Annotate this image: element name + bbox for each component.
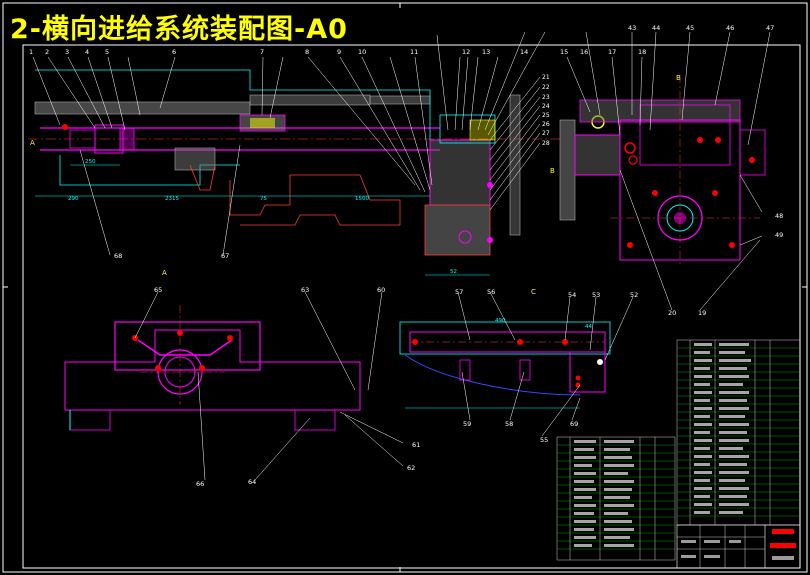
balloon: 5: [105, 48, 109, 56]
balloon: 3: [65, 48, 69, 56]
balloon: 2: [45, 48, 49, 56]
callout: 68: [114, 252, 122, 260]
dimension-texts: 290 2315 75 1500 52 250 490 44: [68, 159, 592, 330]
section-a-view: [64, 291, 404, 481]
parts-list-upper-rows: [677, 347, 800, 517]
dimension: 75: [260, 196, 267, 202]
parts-list-lower: [556, 436, 676, 561]
dimension: 44: [585, 324, 592, 330]
parts-list-lower-rows: [557, 444, 675, 550]
balloon: 27: [542, 130, 550, 137]
top-balloons: 1 2 3 4 5 6 7 8 9 10 11 12 13 14 15 16 1…: [29, 24, 774, 56]
callout-numbers: 68 67 65 63 60 61 62 64 66 57 56 54 53 5…: [114, 212, 783, 488]
balloon: 25: [542, 112, 550, 119]
view-c: [399, 291, 634, 437]
balloon: 4: [85, 48, 89, 56]
dimension: 250: [85, 159, 96, 165]
callout: 65: [154, 286, 162, 294]
callout: 19: [698, 309, 706, 317]
callout: 52: [630, 291, 638, 299]
callout: 48: [775, 212, 783, 220]
balloon: 15: [560, 48, 568, 56]
balloon: 11: [410, 48, 418, 56]
dimension: 2315: [165, 196, 179, 202]
callout: 53: [592, 291, 600, 299]
callout: 61: [412, 441, 420, 449]
callout: 56: [487, 288, 495, 296]
balloon: 17: [608, 48, 616, 56]
balloon: 24: [542, 103, 550, 110]
drawing-title: 2-横向进给系统装配图-A0: [10, 14, 348, 45]
view-label: C: [531, 288, 536, 296]
inner-frame: [22, 44, 801, 569]
right-balloons: 21 22 23 24 25 26 27 28: [542, 74, 550, 147]
balloon: 21: [542, 74, 550, 81]
callout: 55: [540, 436, 548, 444]
balloon: 13: [482, 48, 490, 56]
main-section-view: [28, 31, 771, 311]
balloon: 14: [520, 48, 528, 56]
callout: 69: [570, 420, 578, 428]
balloon: 1: [29, 48, 33, 56]
dimension: 290: [68, 196, 79, 202]
callout: 54: [568, 291, 576, 299]
callout: 49: [775, 231, 783, 239]
balloon: 7: [260, 48, 264, 56]
balloon: 16: [580, 48, 588, 56]
balloon: 43: [628, 24, 636, 32]
view-label: A: [30, 139, 35, 147]
balloon: 22: [542, 84, 550, 91]
callout: 20: [668, 309, 676, 317]
balloon: 8: [305, 48, 309, 56]
balloon: 23: [542, 94, 550, 101]
balloon: 44: [652, 24, 660, 32]
parts-list-upper-text: [694, 343, 751, 514]
callout: 64: [248, 478, 256, 486]
callout: 60: [377, 286, 385, 294]
balloon: 18: [638, 48, 646, 56]
callout: 58: [505, 420, 513, 428]
view-label: A: [162, 269, 167, 277]
balloon: 28: [542, 140, 550, 147]
balloon: 45: [686, 24, 694, 32]
callout: 63: [301, 286, 309, 294]
dimension: 52: [450, 269, 457, 275]
view-label: B: [676, 74, 681, 82]
view-label: B: [550, 167, 555, 175]
dimension: 490: [495, 318, 506, 324]
balloon: 46: [726, 24, 734, 32]
balloon: 10: [358, 48, 366, 56]
parts-list-lower-text: [574, 440, 634, 547]
callout: 66: [196, 480, 204, 488]
callout: 62: [407, 464, 415, 472]
callout: 59: [463, 420, 471, 428]
callout: 57: [455, 288, 463, 296]
dimension: 1500: [355, 196, 369, 202]
title-block: [676, 524, 801, 569]
balloon: 9: [337, 48, 341, 56]
balloon: 12: [462, 48, 470, 56]
balloon: 6: [172, 48, 176, 56]
balloon: 26: [542, 121, 550, 128]
balloon: 47: [766, 24, 774, 32]
callout: 67: [221, 252, 229, 260]
